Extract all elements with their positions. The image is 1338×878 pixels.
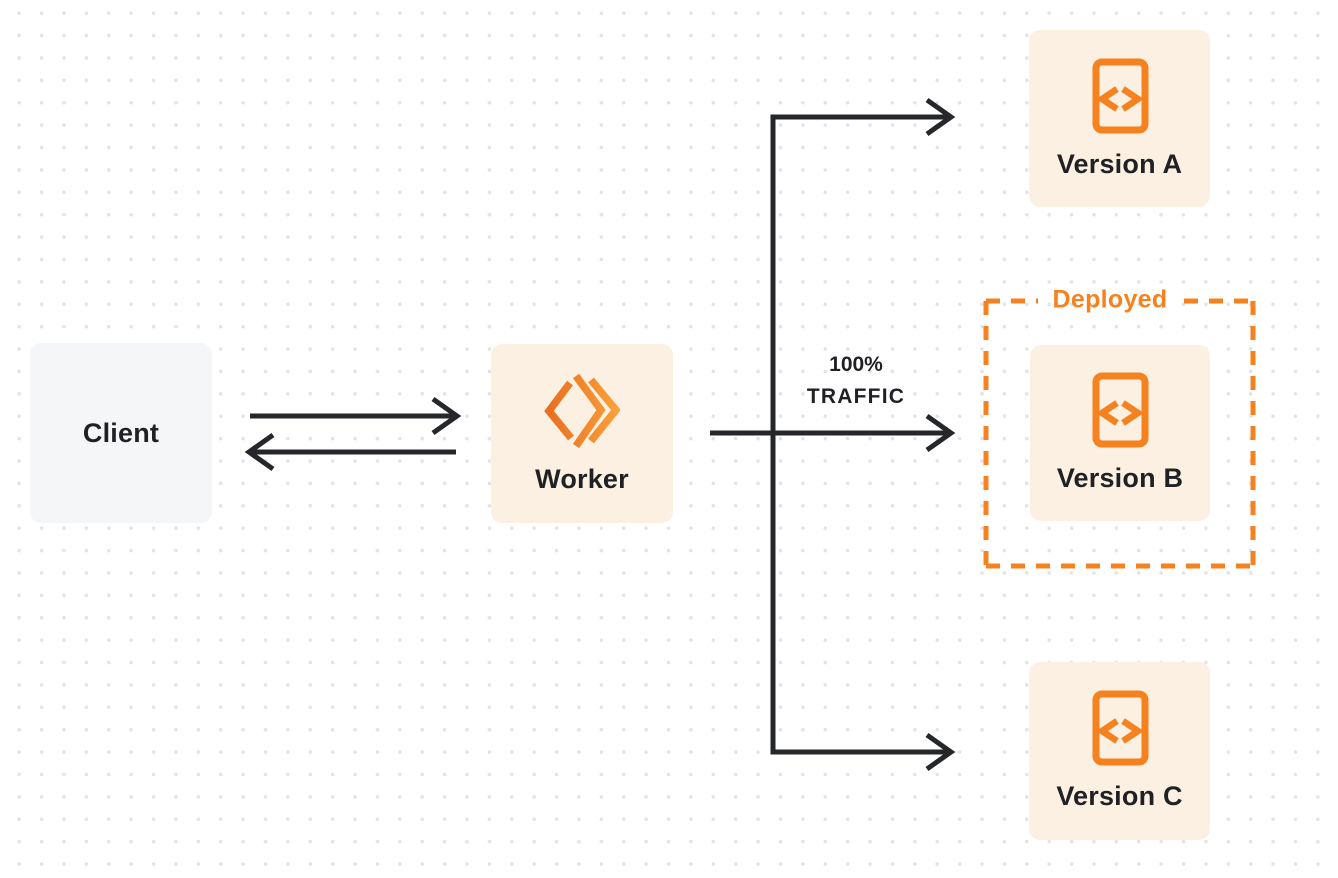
- client-label: Client: [82, 417, 160, 448]
- version-a-label: Version A: [1056, 148, 1183, 179]
- code-file-icon: [1092, 690, 1148, 766]
- version-b-label: Version B: [1056, 463, 1184, 493]
- traffic-percent: 100%: [829, 353, 883, 376]
- traffic-label: 100% TRAFFIC: [807, 349, 905, 413]
- branch-line: [770, 114, 948, 755]
- workers-logo-icon: [544, 373, 620, 448]
- version-c-label: Version C: [1056, 781, 1183, 811]
- version-b-node: Version B: [1030, 345, 1210, 521]
- arrow-worker-to-version-b-head: [925, 413, 956, 453]
- version-c-node: Version C: [1029, 662, 1210, 840]
- arrow-worker-to-client-head: [244, 432, 275, 472]
- traffic-caption: TRAFFIC: [806, 385, 906, 408]
- code-file-icon: [1092, 372, 1149, 448]
- deployed-group-label: Deployed: [1052, 285, 1168, 314]
- worker-node: Worker: [491, 344, 673, 523]
- worker-label: Worker: [535, 463, 629, 494]
- arrow-to-version-c-head: [925, 732, 956, 772]
- arrow-client-to-worker-head: [431, 396, 462, 436]
- code-file-icon: [1092, 58, 1148, 133]
- arrow-to-version-a-head: [925, 97, 956, 137]
- version-a-node: Version A: [1029, 30, 1210, 207]
- client-node: Client: [30, 343, 212, 523]
